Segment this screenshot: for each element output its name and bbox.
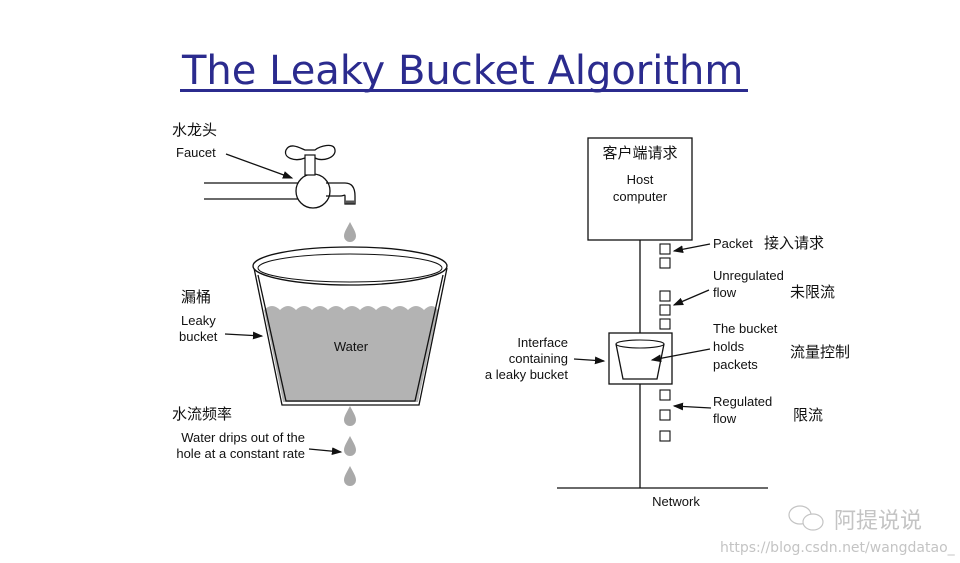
title-underline xyxy=(180,89,748,92)
water-drop-icon xyxy=(344,436,356,456)
holds-label-line3: packets xyxy=(713,357,758,372)
unregulated-label-line1: Unregulated xyxy=(713,268,784,283)
watermark-name: 阿提说说 xyxy=(834,509,922,534)
holds-arrow xyxy=(650,348,711,363)
bucket-label-line1: Leaky xyxy=(181,313,216,328)
packet-icon xyxy=(659,304,671,316)
small-bucket-icon xyxy=(615,339,665,380)
unregulated-label-line2: flow xyxy=(713,285,737,300)
water-drop-icon xyxy=(344,466,356,486)
leaky-bucket-icon xyxy=(252,246,448,406)
packet-icon xyxy=(659,290,671,302)
bucket-label-line2: bucket xyxy=(179,329,218,344)
faucet-icon xyxy=(204,144,356,209)
packets xyxy=(659,243,671,442)
bucket-arrow xyxy=(224,331,264,340)
packet-icon xyxy=(659,257,671,269)
packet-icon xyxy=(659,409,671,421)
host-computer-box xyxy=(587,137,693,241)
packet-icon xyxy=(659,243,671,255)
host-label-line1: Host xyxy=(627,172,654,187)
packet-arrow xyxy=(672,243,711,254)
water-drop-icon xyxy=(344,222,356,242)
network-label: Network xyxy=(652,494,700,509)
regulated-label-line1: Regulated xyxy=(713,394,772,409)
regulated-label-line2: flow xyxy=(713,411,737,426)
water-label: Water xyxy=(334,339,369,354)
drips-label-line2: hole at a constant rate xyxy=(176,446,305,461)
regulated-cn-label: 限流 xyxy=(793,406,823,424)
packet-label: Packet xyxy=(713,236,753,251)
faucet-arrow xyxy=(225,153,294,179)
rate-cn-label: 水流频率 xyxy=(172,405,232,423)
holds-label-line2: holds xyxy=(713,339,745,354)
page-title: The Leaky Bucket Algorithm xyxy=(181,48,743,94)
interface-arrow xyxy=(573,356,606,365)
bucket-cn-label: 漏桶 xyxy=(181,288,211,306)
faucet-label: Faucet xyxy=(176,145,216,160)
interface-label-line2: containing xyxy=(509,351,568,366)
water-drop-icon xyxy=(344,406,356,426)
host-cn-label: 客户端请求 xyxy=(602,144,677,162)
packet-icon xyxy=(659,430,671,442)
holds-cn-label: 流量控制 xyxy=(790,343,850,361)
host-label-line2: computer xyxy=(613,189,668,204)
regulated-arrow xyxy=(672,402,712,411)
interface-label-line3: a leaky bucket xyxy=(485,367,568,382)
watermark-url: https://blog.csdn.net/wangdatao_ xyxy=(720,540,956,556)
faucet-cn-label: 水龙头 xyxy=(172,121,217,139)
unregulated-arrow xyxy=(672,289,710,306)
packet-icon xyxy=(659,318,671,330)
holds-label-line1: The bucket xyxy=(713,321,778,336)
packet-cn-label: 接入请求 xyxy=(764,234,824,252)
drips-arrow xyxy=(308,447,343,456)
wechat-icon xyxy=(788,505,824,531)
interface-label-line1: Interface xyxy=(517,335,568,350)
unregulated-cn-label: 未限流 xyxy=(790,283,835,301)
packet-icon xyxy=(659,389,671,401)
drips-label-line1: Water drips out of the xyxy=(181,430,305,445)
